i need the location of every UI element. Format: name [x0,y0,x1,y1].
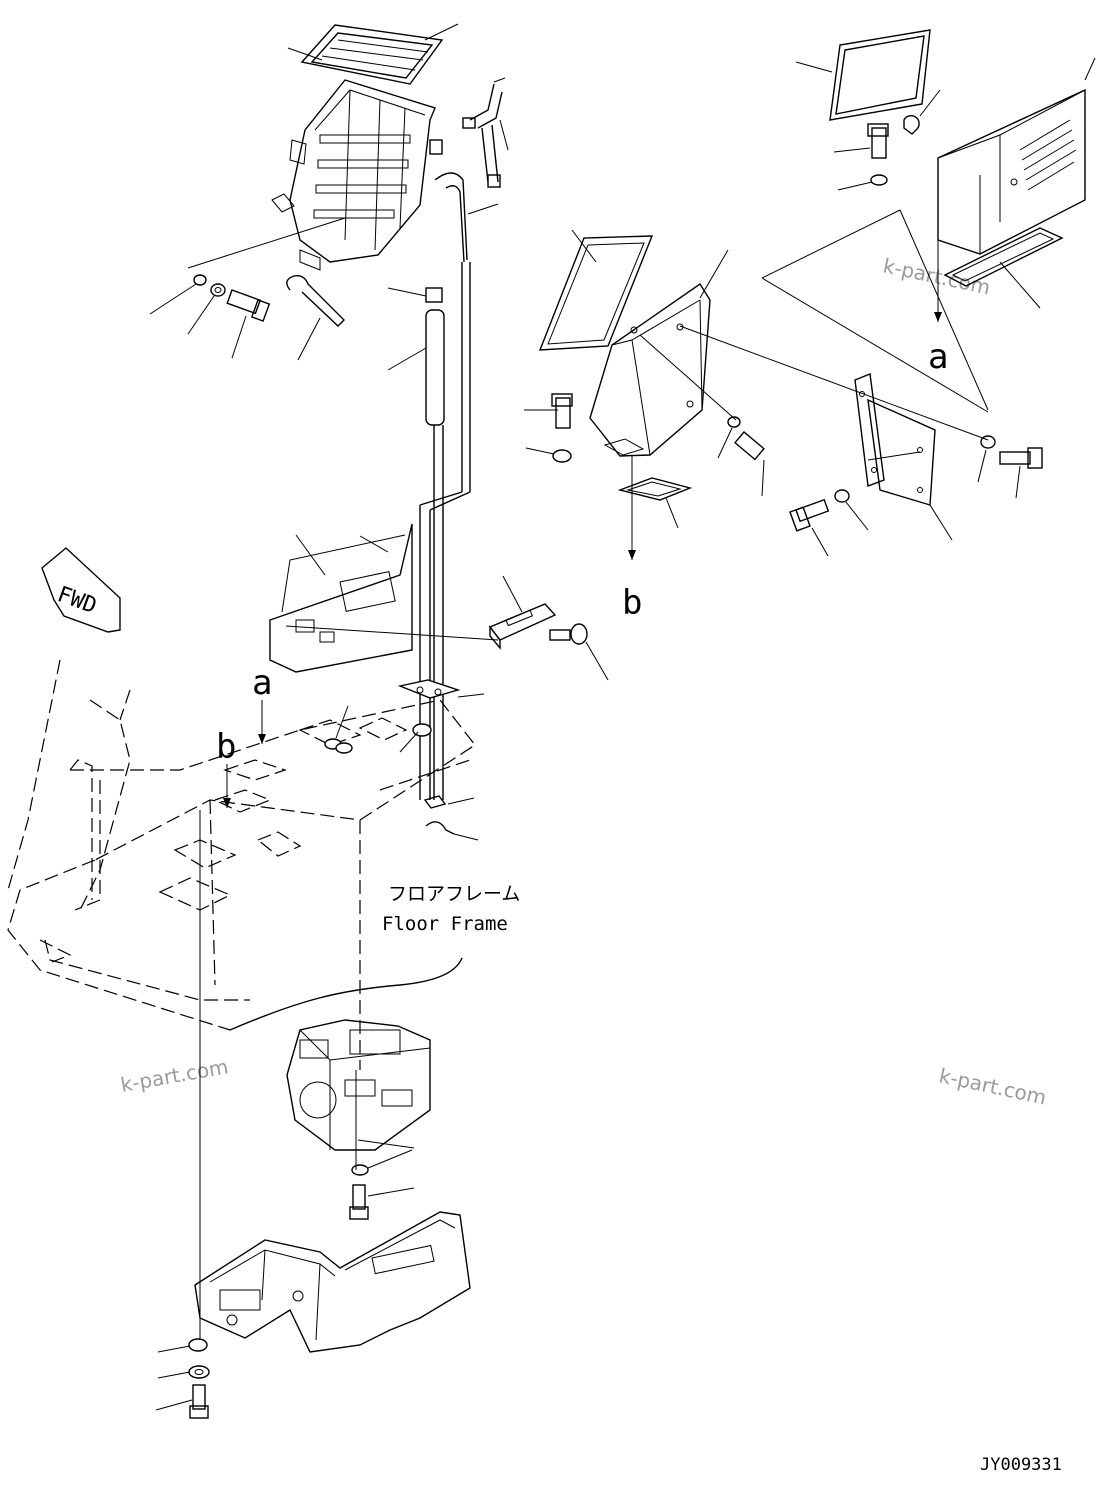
reference-marker-a-top: a [928,240,948,377]
controller-module [488,575,609,681]
ref-b-middle: b [622,583,642,623]
bottom-main-duct [194,1211,471,1353]
fasteners-duct [349,1149,415,1220]
gasket-right-top [943,227,1064,309]
ref-a-floor: a [252,663,272,703]
floor-frame-label-jp: フロアフレーム [388,883,520,905]
filter-right-top [795,29,931,121]
leader-quad-1 [761,209,901,279]
drawing-number: JY009331 [980,1455,1062,1475]
arrow-head-b-floor [223,798,231,808]
hose-left [286,274,345,361]
fwd-label: FWD [54,582,100,619]
top-air-filter [287,23,459,85]
mounting-bracket-right [854,373,953,541]
fasteners-bottom-left [155,1338,210,1419]
reference-markers-floor: a b [216,663,272,808]
cover-box-right-top [937,57,1096,255]
reference-marker-b-middle: b [622,456,642,623]
leader-quad-3 [899,209,989,411]
fasteners-right-bracket [789,435,1043,557]
floor-frame [7,659,476,1070]
fwd-direction-arrow: FWD [41,547,121,633]
duct-cover-middle [589,249,989,457]
filter-right-middle [538,229,654,351]
lower-duct-unit [286,1019,431,1151]
floor-frame-label-en: Floor Frame [382,913,508,935]
arrow-head-a-top [934,312,942,322]
fasteners-right-top [833,89,941,191]
leader-quad-2 [761,277,989,413]
gasket-right-middle [617,477,693,529]
ref-b-floor: b [216,727,236,767]
air-conditioner-unit [187,79,436,271]
hot-water-pipes [387,77,509,841]
fasteners-top-left [149,274,271,359]
fasteners-right-middle [524,334,765,497]
control-panel-bracket [269,523,499,673]
arrow-head-a-floor [258,734,266,744]
arrow-head-b-middle [628,550,636,560]
watermark-left: k-part.com [119,1054,230,1097]
watermark-right: k-part.com [937,1063,1049,1109]
ref-a-top: a [928,337,948,377]
